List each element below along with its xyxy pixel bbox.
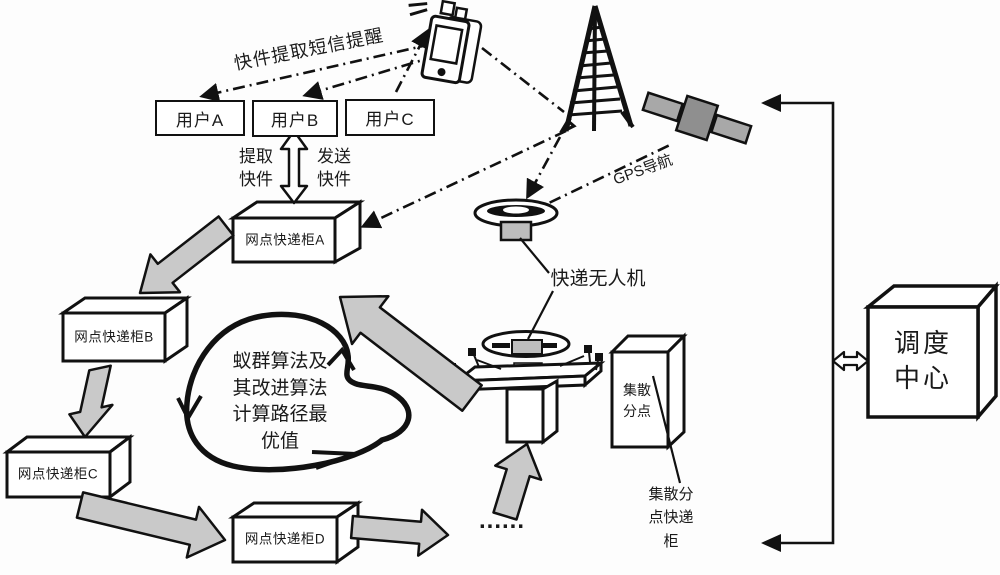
arrow-lockerD-onward xyxy=(349,508,450,557)
loop-arrowhead-bottom xyxy=(311,450,357,470)
label-leader-lines xyxy=(519,237,682,484)
locker-c-box xyxy=(2,434,135,500)
user-c-label: 用户C xyxy=(365,110,415,129)
arrow-platform-to-lockerA xyxy=(338,294,483,412)
satellite-icon xyxy=(641,91,753,145)
hub-point-box xyxy=(608,332,688,451)
loop-arrowhead-left xyxy=(176,394,203,423)
locker-boxes xyxy=(2,199,1000,565)
signal-tower-icon xyxy=(559,5,635,135)
drone-landing-platform-icon xyxy=(448,330,606,446)
link-tower-drone xyxy=(526,136,562,200)
locker-a-box xyxy=(228,199,366,265)
cellphone-icon xyxy=(408,0,483,85)
pickup-send-double-arrow xyxy=(279,129,309,205)
arrow-lockerB-to-C xyxy=(68,364,114,439)
dispatch-double-arrow xyxy=(831,350,870,372)
locker-b-box xyxy=(58,295,192,364)
dispatch-center-box xyxy=(863,281,1000,422)
link-phone-userA xyxy=(199,42,433,103)
dispatch-link-bracket xyxy=(761,94,835,552)
user-b-label: 用户B xyxy=(270,111,320,130)
drone-icon xyxy=(473,198,559,242)
locker-d-box xyxy=(228,500,363,565)
link-tower-lockerA xyxy=(360,129,567,229)
user-c-box: 用户C xyxy=(345,99,435,136)
arrow-up-to-platform xyxy=(492,442,543,521)
loop-arrowhead-right xyxy=(326,346,356,372)
link-gps-satellite xyxy=(527,142,673,215)
link-phone-tower xyxy=(481,46,565,114)
flow-arrows xyxy=(68,215,543,559)
arrow-lockerC-to-D xyxy=(75,491,227,559)
arrow-lockerA-to-B xyxy=(138,215,235,295)
wireless-links xyxy=(199,28,673,229)
algorithm-loop xyxy=(176,311,412,473)
user-b-box: 用户B xyxy=(252,100,338,137)
link-userC-phone xyxy=(394,28,429,93)
user-a-box: 用户A xyxy=(155,100,245,136)
user-a-label: 用户A xyxy=(175,110,225,130)
link-phone-userB xyxy=(302,54,437,100)
